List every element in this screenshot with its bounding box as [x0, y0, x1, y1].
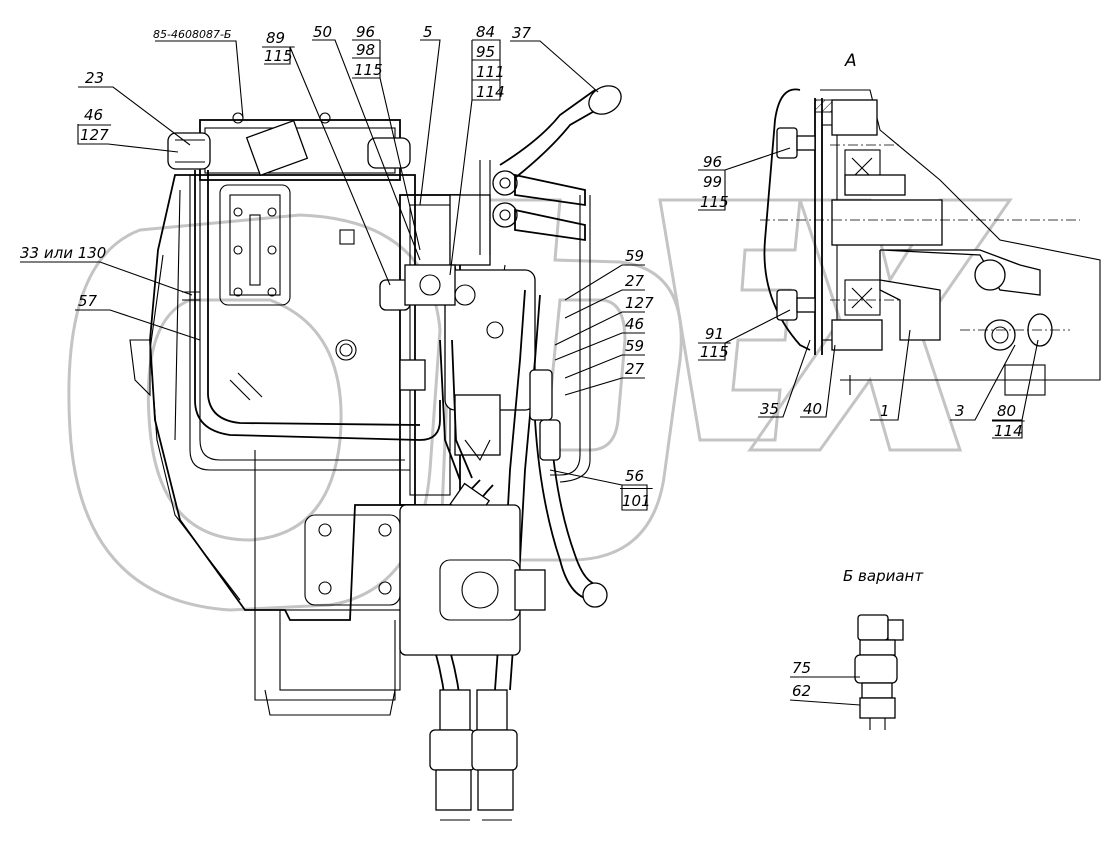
leader-lines-a [698, 147, 1039, 439]
callout-91: 91 [705, 325, 724, 343]
leader-lines [20, 39, 648, 511]
callout-114b: 114 [994, 422, 1023, 440]
callout-46b: 46 [625, 315, 644, 333]
callout-62: 62 [792, 682, 811, 700]
callout-99: 99 [703, 173, 722, 191]
callout-115c: 115 [700, 193, 729, 211]
callout-1: 1 [880, 402, 890, 420]
callout-33-130: 33 или 130 [20, 244, 106, 262]
callout-111: 111 [476, 63, 505, 81]
callout-50: 50 [313, 23, 332, 41]
callout-75: 75 [792, 659, 811, 677]
callout-114: 114 [476, 83, 505, 101]
callout-59: 59 [625, 247, 644, 265]
callout-80: 80 [997, 402, 1016, 420]
callout-27b: 27 [625, 360, 645, 378]
view-b-title: Б вариант [843, 567, 924, 585]
main-housing [129, 174, 416, 716]
view-a-title: A [844, 51, 857, 71]
designation-label: 85-4608087-Б [153, 28, 231, 41]
callout-59b: 59 [625, 337, 644, 355]
callout-5: 5 [423, 23, 433, 41]
callout-115: 115 [264, 47, 293, 65]
callout-89: 89 [266, 29, 285, 47]
callout-labels: 85-4608087-Б 23 46 127 89 115 50 96 98 1… [20, 23, 1023, 700]
pipe-loop [194, 170, 441, 441]
callout-37: 37 [512, 24, 532, 42]
callout-96b: 96 [703, 153, 722, 171]
callout-115d: 115 [700, 343, 729, 361]
callout-23: 23 [85, 69, 104, 87]
callout-27: 27 [625, 272, 645, 290]
callout-46: 46 [84, 106, 103, 124]
callout-40: 40 [803, 400, 822, 418]
callout-127: 127 [80, 126, 109, 144]
callout-3: 3 [955, 402, 965, 420]
callout-96: 96 [356, 23, 375, 41]
callout-84: 84 [476, 23, 495, 41]
valve-block [379, 194, 536, 506]
lower-pump [399, 504, 546, 821]
callout-127b: 127 [625, 294, 654, 312]
callout-101: 101 [622, 492, 651, 510]
callout-35: 35 [760, 400, 779, 418]
callout-98: 98 [356, 41, 375, 59]
callout-57: 57 [78, 292, 98, 310]
control-lever [479, 85, 622, 483]
callout-115b: 115 [354, 61, 383, 79]
detail-view-b [789, 614, 904, 730]
callout-56: 56 [625, 467, 644, 485]
detail-view-a [760, 88, 1101, 396]
top-cover [167, 112, 411, 471]
callout-95: 95 [476, 43, 495, 61]
